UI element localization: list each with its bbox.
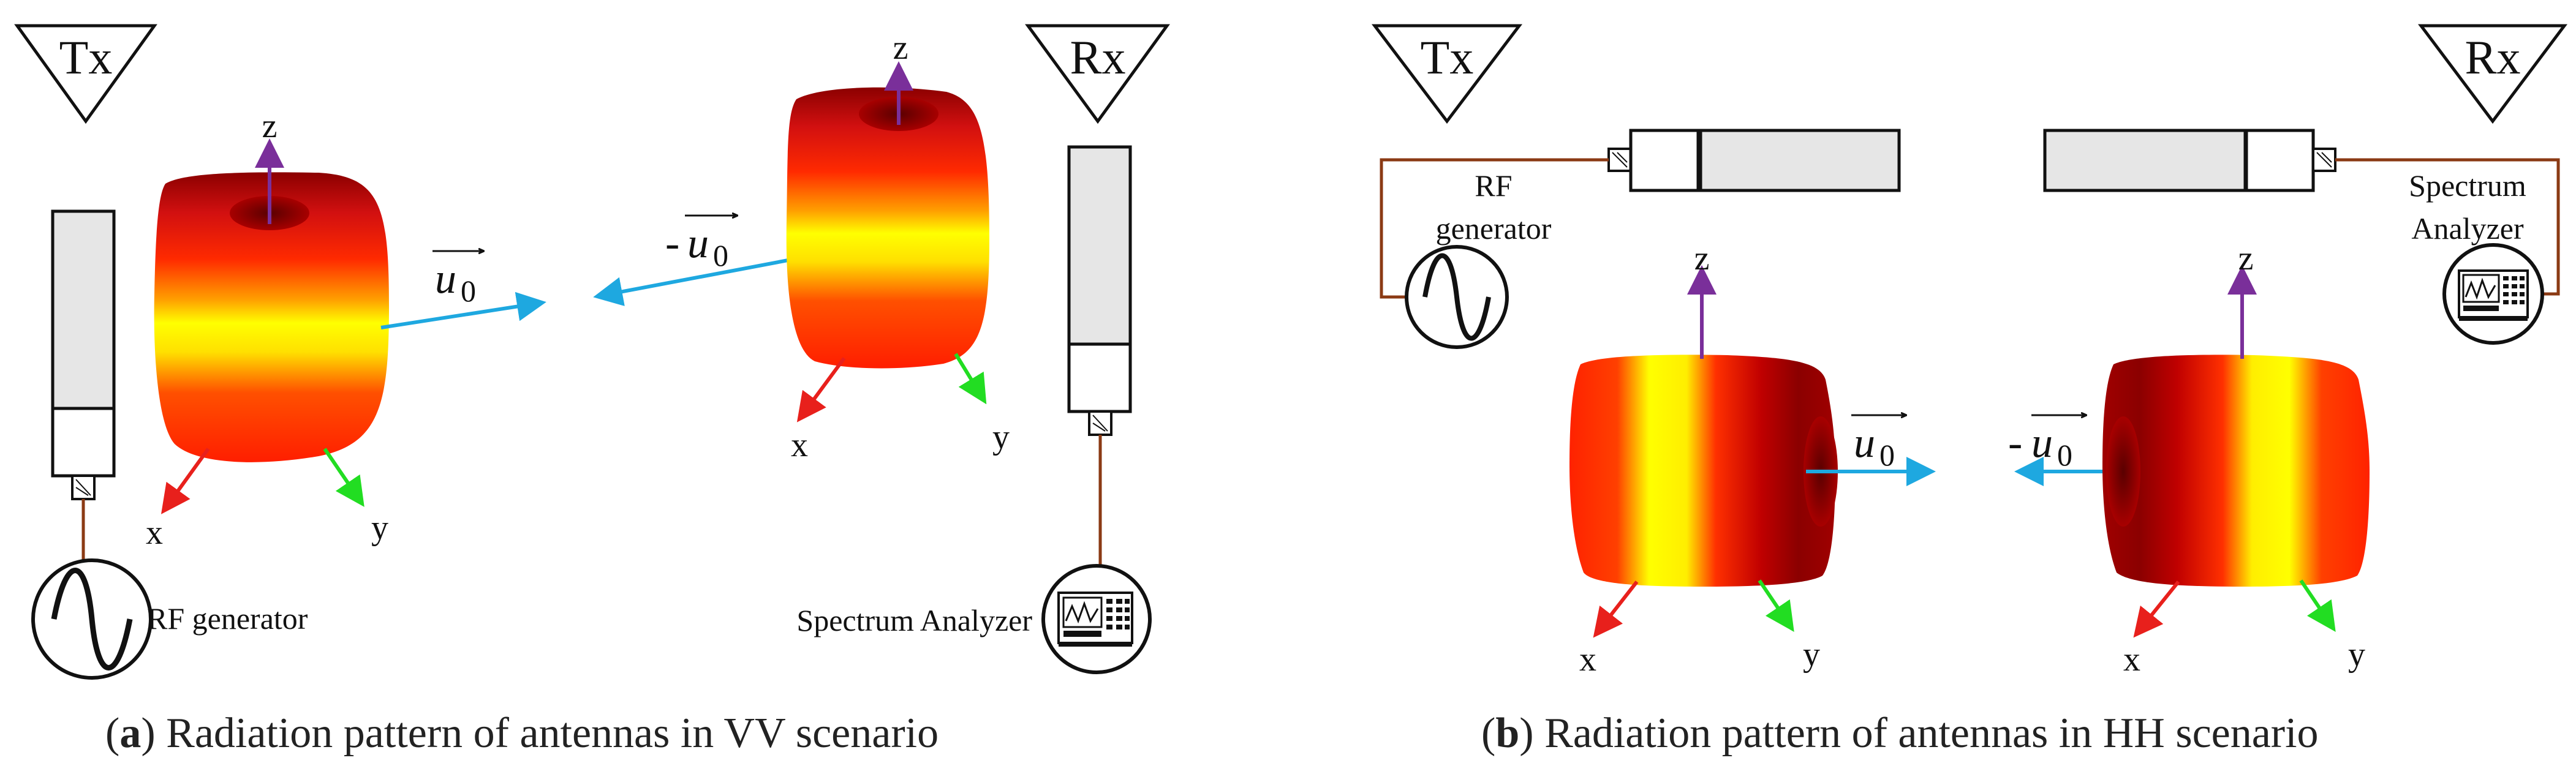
svg-text:u: u [1854, 419, 1875, 467]
rx-y-axis-b [2299, 579, 2336, 632]
rx-x-label-a: x [791, 426, 808, 464]
caption-b: (b) Radiation pattern of antennas in HH … [1481, 710, 2319, 757]
tx-y-axis-b [1758, 579, 1794, 632]
tx-x-axis-a [161, 448, 210, 514]
panel-a: Tx RF generator z x y [14, 24, 1170, 680]
tx-y-label-a: y [371, 509, 388, 547]
svg-text:0: 0 [2057, 438, 2072, 472]
rf-generator-b [1405, 245, 1509, 349]
svg-text:u: u [2031, 419, 2053, 467]
tx-z-label-b: z [1694, 239, 1710, 277]
tx-x-axis-b [1593, 580, 1639, 638]
tx-vector-label-b: u 0 [1851, 415, 1906, 472]
spectrum-analyzer-label-a: Spectrum Analyzer [796, 603, 1032, 637]
tx-z-label-a: z [262, 107, 278, 145]
rx-cable-b [2335, 158, 2560, 296]
tx-antenna-b [1607, 129, 1901, 192]
rx-x-label-b: x [2123, 641, 2140, 678]
panel-b: Tx RF generator z x y [1371, 24, 2567, 678]
rx-antenna-a [1067, 145, 1132, 436]
rx-z-label-b: z [2238, 239, 2254, 277]
svg-text:-: - [665, 220, 679, 267]
rx-radiation-pattern-a [786, 87, 989, 369]
tx-radiation-pattern-b [1569, 355, 1838, 587]
spectrum-analyzer-a [1041, 564, 1152, 674]
tx-vector-label-a: u 0 [432, 251, 484, 308]
tx-y-axis-a [323, 448, 364, 507]
rx-vector-label-a: - u 0 [665, 216, 738, 272]
caption-letter-a: a [119, 710, 142, 757]
rf-generator-label-a: RF generator [147, 601, 308, 636]
rx-radiation-pattern-b [2102, 355, 2370, 587]
rx-label-b: Rx [2465, 31, 2520, 84]
rx-antenna-b [2043, 129, 2336, 192]
caption-a: (a) Radiation pattern of antennas in VV … [105, 710, 939, 757]
tx-label-b: Tx [1421, 31, 1474, 84]
svg-text:0: 0 [461, 274, 476, 308]
svg-text:-: - [2008, 419, 2022, 467]
rf-generator-label-b-line2: generator [1436, 211, 1552, 246]
rx-antenna-symbol-a: Rx [1025, 24, 1170, 124]
tx-antenna-a [51, 209, 116, 500]
svg-text:u: u [687, 220, 709, 267]
tx-radiation-pattern-a [154, 172, 389, 462]
rx-vector-label-b: - u 0 [2008, 415, 2087, 472]
spectrum-analyzer-label-b-line2: Analyzer [2411, 211, 2524, 246]
caption-letter-b: b [1495, 710, 1520, 757]
rx-y-axis-a [954, 353, 987, 405]
rx-antenna-symbol-b: Rx [2418, 24, 2567, 124]
tx-propagation-arrow-a [380, 291, 546, 329]
rx-z-label-a: z [893, 29, 908, 67]
rx-label-a: Rx [1070, 31, 1125, 84]
tx-label-a: Tx [59, 31, 113, 84]
rf-generator-label-b-line1: RF [1475, 168, 1512, 203]
caption-text-a: Radiation pattern of antennas in VV scen… [166, 710, 939, 757]
caption-text-b: Radiation pattern of antennas in HH scen… [1544, 710, 2319, 757]
rx-x-axis-b [2133, 580, 2180, 638]
rx-x-axis-a [796, 357, 846, 423]
spectrum-analyzer-label-b-line1: Spectrum [2409, 168, 2526, 203]
tx-antenna-symbol-a: Tx [14, 24, 157, 124]
spectrum-analyzer-b [2442, 243, 2544, 345]
rf-generator-a [31, 558, 153, 680]
rx-y-label-b: y [2348, 636, 2365, 674]
tx-x-label-a: x [146, 514, 163, 552]
tx-y-label-b: y [1803, 636, 1820, 674]
tx-x-label-b: x [1579, 641, 1596, 678]
svg-text:u: u [435, 255, 456, 302]
tx-antenna-symbol-b: Tx [1371, 24, 1523, 124]
tx-cable-b [1380, 158, 1609, 299]
svg-text:0: 0 [1879, 438, 1895, 472]
rx-y-label-a: y [992, 418, 1010, 456]
svg-text:0: 0 [713, 238, 728, 272]
